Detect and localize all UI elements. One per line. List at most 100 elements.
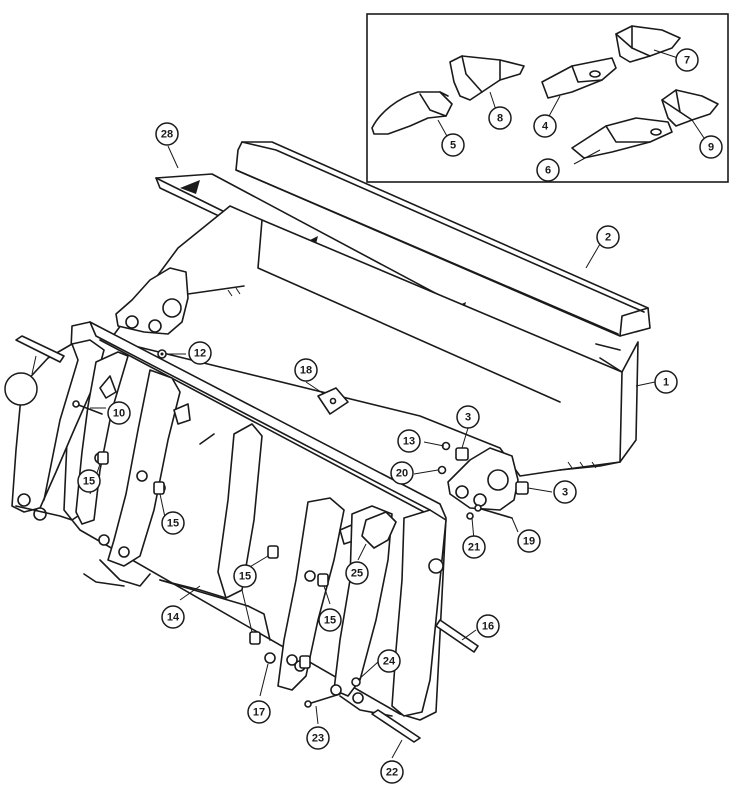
callout-c17: 17 xyxy=(247,700,271,724)
callout-bubble xyxy=(441,133,465,157)
callout-number: 12 xyxy=(194,348,206,360)
callout-bubble xyxy=(77,469,101,493)
callout-c3b: 3 xyxy=(553,480,577,504)
callout-number: 15 xyxy=(167,518,179,530)
pin-part-11 xyxy=(15,335,65,363)
pin-part-16 xyxy=(435,619,479,653)
leader-lines xyxy=(31,145,656,759)
callout-c15b: 15 xyxy=(161,511,185,535)
callout-number: 15 xyxy=(239,571,251,583)
callout-number: 21 xyxy=(468,542,480,554)
callout-bubble xyxy=(675,48,699,72)
callout-c25: 25 xyxy=(345,561,369,585)
callout-bubble xyxy=(377,649,401,673)
callouts: 1233456789101112131415151515161718192021… xyxy=(4,48,723,784)
callout-bubble xyxy=(306,726,330,750)
callout-c10: 10 xyxy=(107,401,131,425)
callout-c4: 4 xyxy=(533,114,557,138)
callout-c21: 21 xyxy=(462,535,486,559)
callout-c8: 8 xyxy=(488,106,512,130)
callout-number: 17 xyxy=(253,707,265,719)
callout-bubble xyxy=(155,122,179,146)
callout-number: 1 xyxy=(663,377,669,389)
callout-c15a: 15 xyxy=(77,469,101,493)
callout-bubble xyxy=(488,106,512,130)
adapter-part-8 xyxy=(449,55,525,101)
callout-bubble xyxy=(699,135,723,159)
bucket-shell-part-1 xyxy=(109,205,639,511)
callout-number: 15 xyxy=(324,615,336,627)
callout-bubble xyxy=(536,158,560,182)
callout-c1: 1 xyxy=(654,370,678,394)
nut-part-12 xyxy=(157,349,167,359)
callout-bubble xyxy=(390,461,414,485)
callout-number: 8 xyxy=(497,113,503,125)
callout-number: 3 xyxy=(465,412,471,424)
callout-bubble xyxy=(476,614,500,638)
callout-c2: 2 xyxy=(596,225,620,249)
callout-c15c: 15 xyxy=(233,564,257,588)
callout-number: 24 xyxy=(383,656,396,668)
callout-number: 13 xyxy=(403,436,415,448)
callout-bubble xyxy=(233,564,257,588)
callout-c18: 18 xyxy=(294,358,318,382)
callout-bubble xyxy=(380,760,404,784)
callout-bubble xyxy=(107,401,131,425)
callout-c28: 28 xyxy=(155,122,179,146)
callout-number: 14 xyxy=(167,612,180,624)
callout-number: 22 xyxy=(386,767,398,779)
callout-bubble xyxy=(517,529,541,553)
callout-c13: 13 xyxy=(397,429,421,453)
callout-c19: 19 xyxy=(517,529,541,553)
plate-part-18 xyxy=(317,387,349,415)
callout-c20: 20 xyxy=(390,461,414,485)
callout-c5: 5 xyxy=(441,133,465,157)
callout-number: 25 xyxy=(351,568,363,580)
callout-c15d: 15 xyxy=(318,608,342,632)
callout-bubble xyxy=(654,370,678,394)
bushings-part-15 xyxy=(97,451,329,669)
callout-bubble xyxy=(247,700,271,724)
bolt-part-10 xyxy=(72,400,103,415)
callout-bubble xyxy=(345,561,369,585)
callout-number: 5 xyxy=(450,140,456,152)
callout-number: 4 xyxy=(542,121,549,133)
callout-number: 20 xyxy=(396,468,408,480)
callout-bubble xyxy=(294,358,318,382)
callout-c3a: 3 xyxy=(456,405,480,429)
callout-bubble xyxy=(161,605,185,629)
callout-c16: 16 xyxy=(476,614,500,638)
callout-bubble xyxy=(533,114,557,138)
teeth-inset xyxy=(366,13,729,183)
cutting-edge-part-2 xyxy=(235,141,651,337)
callout-number: 16 xyxy=(482,621,494,633)
callout-number: 15 xyxy=(83,476,95,488)
callout-bubble xyxy=(596,225,620,249)
adapter-part-9 xyxy=(661,89,719,127)
callout-bubble xyxy=(188,341,212,365)
callout-c23: 23 xyxy=(306,726,330,750)
callout-c9: 9 xyxy=(699,135,723,159)
callout-number: 19 xyxy=(523,536,535,548)
pin-part-22 xyxy=(371,709,421,743)
callout-c12: 12 xyxy=(188,341,212,365)
callout-number: 18 xyxy=(300,365,312,377)
callout-bubble xyxy=(462,535,486,559)
callout-number: 10 xyxy=(113,408,125,420)
callout-c22: 22 xyxy=(380,760,404,784)
callout-c7: 7 xyxy=(675,48,699,72)
callout-bubble xyxy=(397,429,421,453)
adapter-part-7 xyxy=(615,25,681,63)
tooth-part-5 xyxy=(371,91,453,135)
callout-number: 2 xyxy=(605,232,611,244)
callout-c24: 24 xyxy=(377,649,401,673)
callout-c6: 6 xyxy=(536,158,560,182)
callout-number: 7 xyxy=(684,55,690,67)
callout-bubble xyxy=(161,511,185,535)
tooth-part-4 xyxy=(541,57,617,99)
tooth-part-6 xyxy=(571,117,673,159)
callout-number: 28 xyxy=(161,129,173,141)
callout-c11: 11 xyxy=(4,372,38,406)
callout-c14: 14 xyxy=(161,605,185,629)
